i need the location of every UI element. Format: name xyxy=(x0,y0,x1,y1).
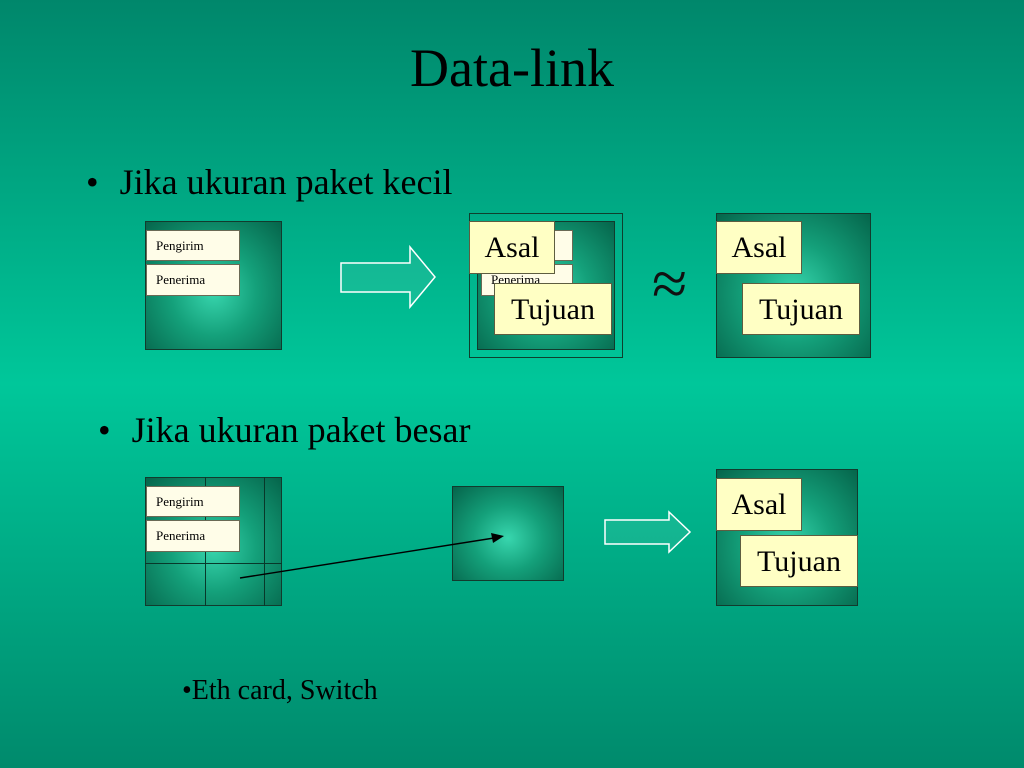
label-tujuan: Tujuan xyxy=(740,535,858,587)
label-penerima: Penerima xyxy=(146,264,240,296)
slide-title: Data-link xyxy=(410,38,614,98)
label-asal: Asal xyxy=(716,221,802,274)
fragment-divider-v2 xyxy=(264,477,265,606)
fragment-divider-h xyxy=(145,563,282,564)
block-arrow-icon xyxy=(604,510,692,554)
frame-fragment xyxy=(452,486,564,581)
bullet-small-packet: • Jika ukuran paket kecil xyxy=(86,160,453,204)
label-tujuan: Tujuan xyxy=(494,283,612,335)
bullet-text: Jika ukuran paket besar xyxy=(131,410,471,450)
label-asal: Asal xyxy=(469,221,555,274)
label-tujuan: Tujuan xyxy=(742,283,860,335)
bullet-large-packet: • Jika ukuran paket besar xyxy=(98,408,470,452)
bullet-text: Jika ukuran paket kecil xyxy=(119,162,453,202)
block-arrow-icon xyxy=(340,244,436,310)
arrowhead-icon xyxy=(491,533,504,543)
frame-encapsulated-border xyxy=(469,213,623,358)
bullet-marker: • xyxy=(98,410,111,450)
footnote: •Eth card, Switch xyxy=(182,675,378,706)
label-pengirim: Pengirim xyxy=(146,486,240,517)
label-penerima: Penerima xyxy=(146,520,240,552)
bullet-marker: • xyxy=(86,162,99,202)
fragment-pointer-line xyxy=(239,537,495,579)
label-asal: Asal xyxy=(716,478,802,531)
label-pengirim: Pengirim xyxy=(146,230,240,261)
approx-symbol: ≈ xyxy=(652,248,688,319)
